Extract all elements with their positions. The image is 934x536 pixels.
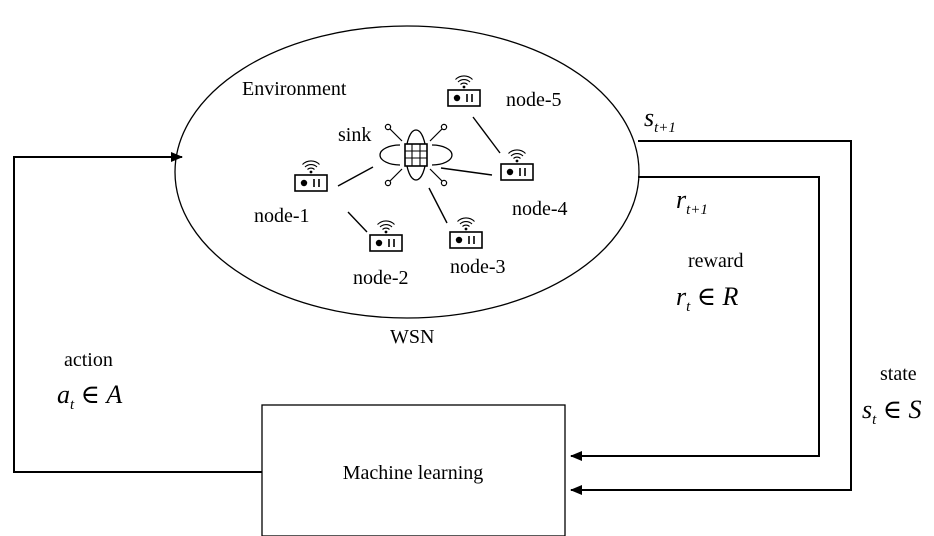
environment-label: Environment	[242, 78, 347, 100]
node-3-icon	[449, 217, 483, 249]
environment-ellipse	[174, 25, 640, 319]
state-word: state	[880, 363, 917, 385]
sink-label: sink	[338, 124, 371, 146]
next-reward-label: rt+1	[676, 185, 708, 218]
wsn-label: WSN	[390, 326, 434, 348]
machine-learning-label: Machine learning	[343, 462, 484, 484]
node-5-icon	[447, 75, 481, 107]
state-feedback-arrow	[570, 140, 852, 495]
next-state-label: st+1	[644, 103, 676, 136]
action-arrow	[13, 152, 262, 473]
node-label-5: node-5	[506, 89, 562, 111]
node-label-2: node-2	[353, 267, 409, 289]
state-expression: st ∈ S	[862, 395, 922, 428]
reward-expression: rt ∈ R	[676, 282, 739, 315]
node-label-3: node-3	[450, 256, 506, 278]
node-label-4: node-4	[512, 198, 568, 220]
network-links	[337, 116, 501, 233]
node-2-icon	[369, 220, 403, 252]
sink-icon	[379, 123, 453, 187]
reward-feedback-arrow	[570, 176, 820, 461]
node-4-icon	[500, 149, 534, 181]
machine-learning-box	[261, 404, 566, 536]
node-label-1: node-1	[254, 205, 310, 227]
action-expression: at ∈ A	[57, 380, 122, 413]
node-1-icon	[294, 160, 328, 192]
reward-word: reward	[688, 250, 744, 272]
action-word: action	[64, 349, 113, 371]
